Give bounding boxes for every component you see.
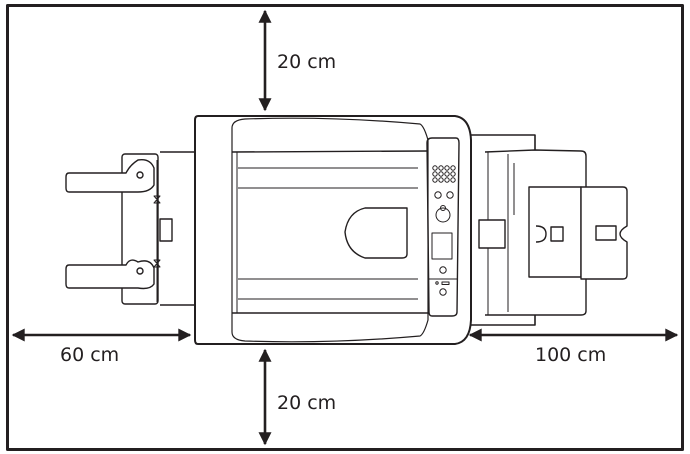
- paper-stopper: [344, 207, 408, 259]
- rear-unit: [65, 151, 196, 306]
- clearance-boundary: [6, 4, 684, 451]
- dim-bottom-label: 20 cm: [277, 392, 337, 414]
- dim-left-label: 60 cm: [60, 344, 120, 366]
- dim-top-label: 20 cm: [277, 51, 337, 73]
- printer-body: [194, 115, 472, 345]
- dim-right-label: 100 cm: [535, 344, 607, 366]
- mp-tray: [471, 134, 628, 326]
- control-panel: [426, 137, 460, 317]
